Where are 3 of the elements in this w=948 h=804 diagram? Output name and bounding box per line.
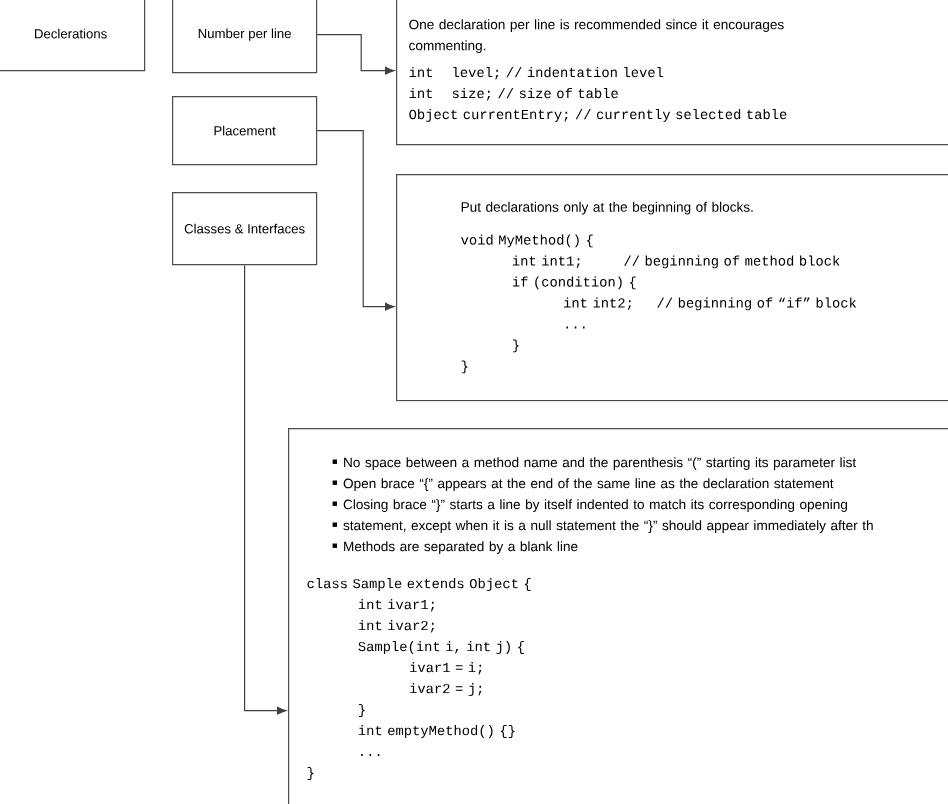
connector-arrow xyxy=(244,264,287,715)
connector-arrow xyxy=(316,130,395,311)
connector-arrow xyxy=(316,34,395,75)
